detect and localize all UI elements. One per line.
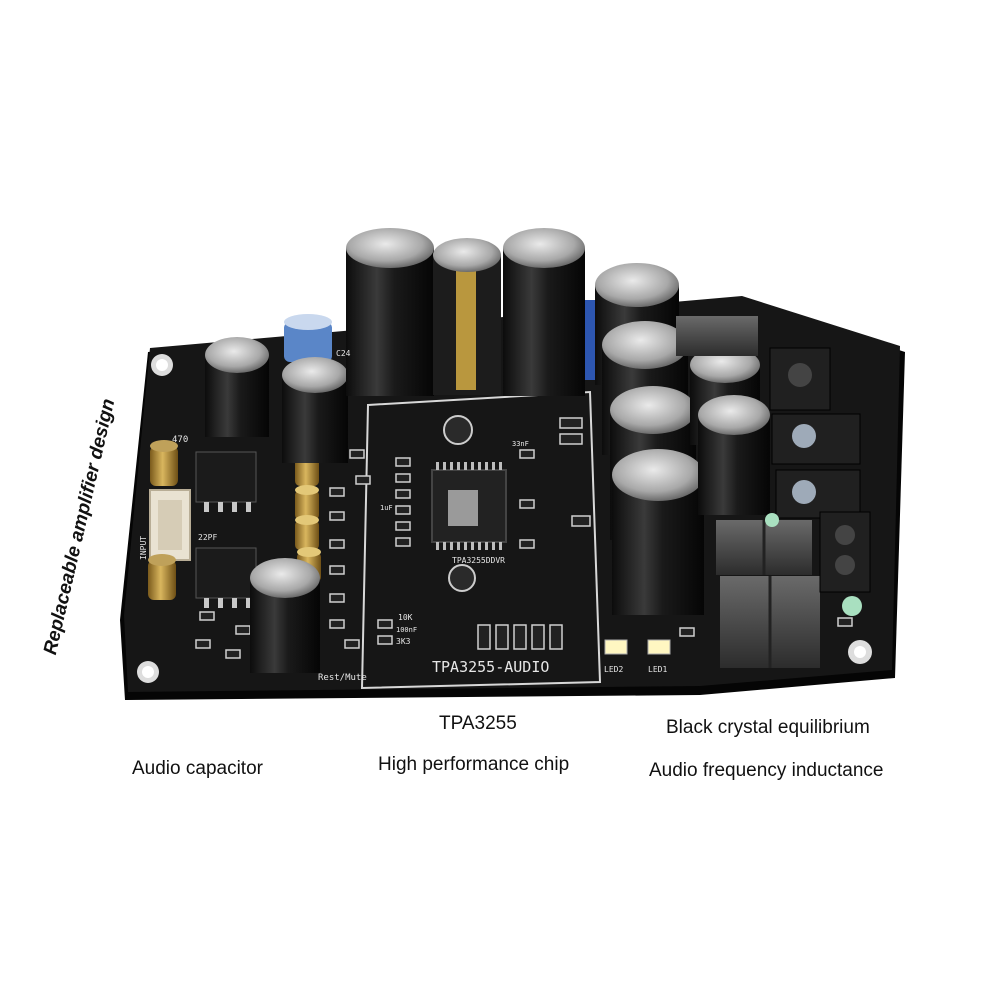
res470-silk: 470	[172, 435, 188, 445]
inductor-subtitle-caption: Audio frequency inductance	[649, 760, 884, 781]
val-1uf-silk: 1uF	[380, 504, 393, 512]
smd-components	[195, 417, 853, 659]
led1-silk: LED1	[648, 665, 667, 674]
input-silk: INPUT	[139, 536, 148, 560]
board-name-silk: TPA3255-AUDIO	[432, 658, 549, 676]
chip-subtitle-caption: High performance chip	[378, 754, 570, 775]
val-10k-silk: 10K	[398, 613, 413, 622]
c24-silk: C24	[336, 349, 351, 358]
mounting-holes	[137, 354, 872, 683]
screw-terminals	[769, 347, 871, 593]
val-22pf-silk: 22PF	[198, 533, 217, 542]
input-connector	[149, 489, 191, 561]
val-3k3-silk: 3K3	[396, 637, 411, 646]
small-gold-capacitors	[148, 440, 321, 600]
tpa3255-chip	[431, 462, 507, 550]
val-33nf-silk: 33nF	[512, 440, 529, 448]
chip-marking-silk: TPA3255DDVR	[452, 556, 505, 565]
opamp-chips	[195, 451, 257, 608]
silkscreen-labels: TPA3255-AUDIO TPA3255DDVR Rest/Mute LED1…	[139, 349, 667, 683]
audio-capacitor-caption: Audio capacitor	[132, 758, 263, 779]
inductor-title-caption: Black crystal equilibrium	[666, 717, 870, 738]
inductors	[676, 316, 820, 668]
leds	[604, 513, 862, 655]
reset-mute-silk: Rest/Mute	[318, 673, 367, 683]
val-100nf-silk: 100nF	[396, 626, 417, 634]
chip-title-caption: TPA3255	[439, 713, 517, 734]
electrolytic-capacitors	[205, 228, 770, 673]
led2-silk: LED2	[604, 665, 623, 674]
